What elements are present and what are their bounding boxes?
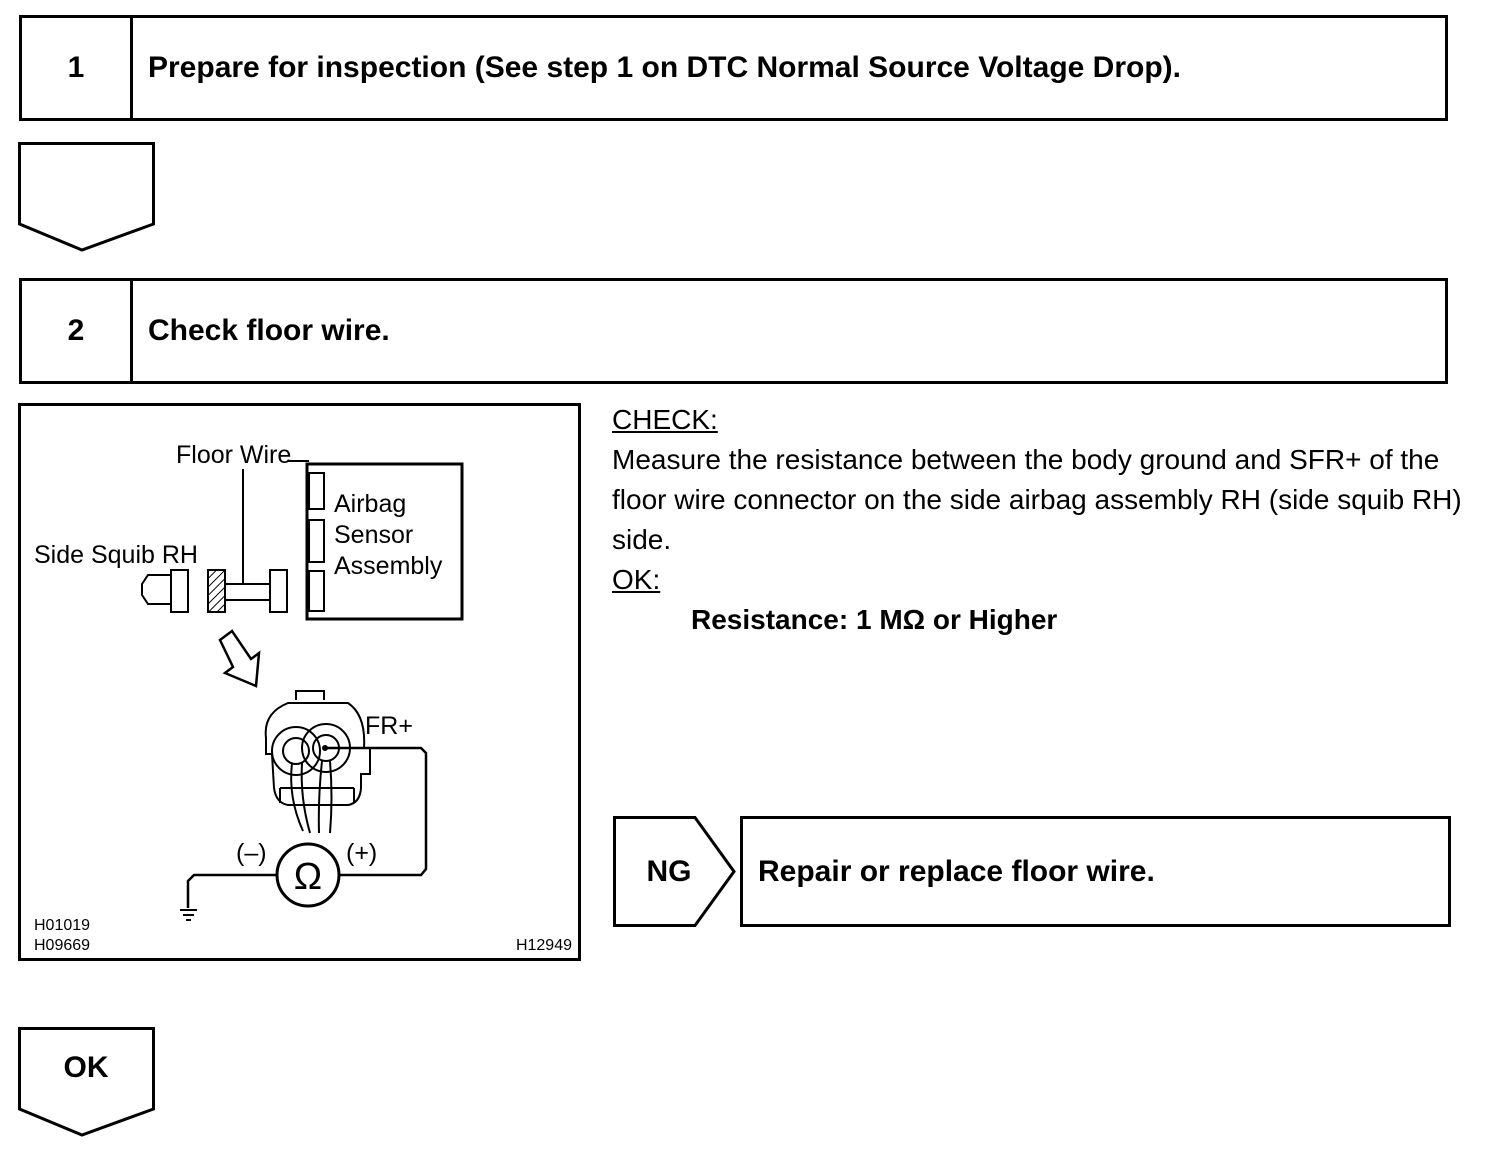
airbag-label-line1: Airbag bbox=[334, 490, 406, 518]
step-1-number: 1 bbox=[22, 18, 133, 118]
resistance-spec: Resistance: 1 MΩ or Higher bbox=[691, 604, 1058, 635]
ok-arrow: OK bbox=[18, 1027, 158, 1139]
figure-code-3: H12949 bbox=[516, 937, 572, 954]
minus-label: (–) bbox=[236, 839, 267, 867]
side-squib-label: Side Squib RH bbox=[34, 541, 198, 569]
ohmmeter-icon bbox=[275, 842, 341, 908]
fr-plus-label: FR+ bbox=[365, 712, 413, 740]
floor-wire-label: Floor Wire bbox=[176, 441, 291, 469]
figure-code-1: H01019 bbox=[34, 917, 90, 934]
down-arrow-1 bbox=[18, 142, 158, 254]
check-heading: CHECK: bbox=[612, 404, 718, 435]
check-section: CHECK: Measure the resistance between th… bbox=[612, 400, 1462, 640]
step-2-box: 2 Check floor wire. bbox=[19, 278, 1448, 384]
ng-arrow bbox=[613, 816, 737, 927]
ng-action-box: Repair or replace floor wire. bbox=[740, 816, 1451, 927]
ohm-symbol: Ω bbox=[294, 856, 322, 898]
check-instruction: Measure the resistance between the body … bbox=[612, 444, 1462, 555]
plus-label: (+) bbox=[346, 839, 377, 867]
airbag-label-line2: Sensor bbox=[334, 521, 413, 549]
ng-label: NG bbox=[646, 854, 692, 888]
step-2-title: Check floor wire. bbox=[148, 314, 390, 347]
wiring-figure: Floor Wire Airbag Sensor Assembly Side S… bbox=[18, 403, 581, 961]
ok-label: OK bbox=[63, 1051, 109, 1084]
airbag-label-line3: Assembly bbox=[334, 552, 443, 580]
figure-code-2: H09669 bbox=[34, 937, 90, 954]
step-1-box: 1 Prepare for inspection (See step 1 on … bbox=[19, 15, 1448, 121]
step-1-title: Prepare for inspection (See step 1 on DT… bbox=[148, 51, 1181, 84]
step-2-number: 2 bbox=[22, 281, 133, 381]
ok-heading: OK: bbox=[612, 564, 661, 595]
